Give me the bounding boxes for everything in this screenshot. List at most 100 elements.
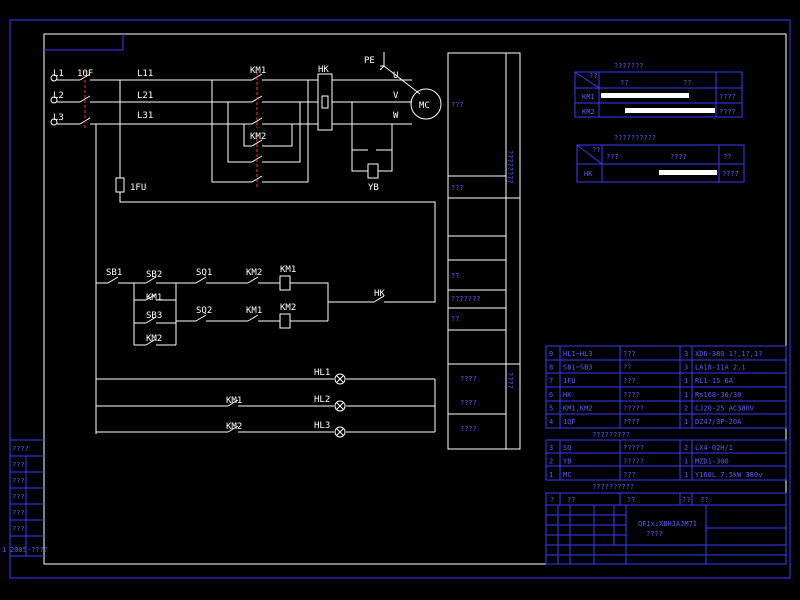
corner-tag-box bbox=[44, 34, 124, 51]
km2-indicator-label: KM2 bbox=[226, 422, 242, 432]
sb3-label: SB3 bbox=[146, 311, 162, 321]
terminal-w-label: W bbox=[393, 111, 399, 121]
parts2-table-grid bbox=[546, 440, 786, 480]
km2-hold-label: KM2 bbox=[146, 334, 162, 344]
table1-h2: ?? bbox=[683, 79, 691, 87]
parts-code: 1FU bbox=[563, 377, 576, 385]
parts2-name: ????? bbox=[623, 458, 644, 466]
parts-code: HL1~HL3 bbox=[563, 350, 593, 358]
km2-coil bbox=[279, 313, 291, 329]
parts2-spec: LX4-02H/1 bbox=[695, 444, 733, 452]
parts-name: ????? bbox=[623, 404, 644, 412]
motor-label: MC bbox=[419, 101, 430, 111]
func-stop: ?? bbox=[451, 272, 459, 280]
table1-h3: ?? bbox=[589, 72, 597, 80]
strip-2: ??? bbox=[12, 477, 25, 485]
strip-3: ??? bbox=[12, 493, 25, 501]
parts2-n: 2 bbox=[549, 458, 553, 466]
parts-title: ????????? bbox=[592, 431, 630, 439]
title-block-grid bbox=[546, 505, 786, 564]
phase-l1-label: L1 bbox=[53, 69, 64, 79]
km2-coil-label: KM2 bbox=[280, 303, 296, 313]
parts-q: 2 bbox=[684, 404, 688, 412]
parts-header-grid bbox=[559, 493, 693, 505]
func-vertical-label-2: ???? bbox=[506, 372, 514, 389]
parts2-spec: MZD1-300 bbox=[695, 458, 729, 466]
table2-title: ?????????? bbox=[614, 134, 656, 142]
km1-indicator-label: KM1 bbox=[226, 396, 242, 406]
func-protection: ?? bbox=[451, 315, 459, 323]
inner-frame bbox=[43, 33, 787, 565]
phase-l3-label: L3 bbox=[53, 113, 64, 123]
hl2-label: HL2 bbox=[314, 395, 330, 405]
parts-table-grid bbox=[546, 346, 786, 428]
table2-grid bbox=[576, 144, 744, 182]
km1-coil bbox=[279, 275, 291, 291]
fuse-1fu bbox=[115, 177, 125, 193]
hk-contact-label: HK bbox=[374, 289, 385, 299]
parts2-name: ??? bbox=[623, 471, 636, 479]
parts-q: 1 bbox=[684, 377, 688, 385]
strip-4: ??? bbox=[12, 509, 25, 517]
hdr-spec: ?? bbox=[700, 496, 708, 504]
parts-n: 5 bbox=[549, 404, 553, 412]
table1-title: ??????? bbox=[614, 62, 644, 70]
start-buttons-wiring bbox=[96, 282, 177, 346]
thermal-element bbox=[321, 95, 329, 109]
table2-h2: ???? bbox=[670, 153, 687, 161]
km1-hold-label: KM1 bbox=[146, 293, 162, 303]
lamp-crosses bbox=[336, 375, 344, 436]
lamp-hl1 bbox=[334, 373, 346, 385]
motor-symbol bbox=[410, 88, 442, 120]
km2-on-bar bbox=[625, 108, 715, 113]
control-circuit: SB1 SB2 SB3 KM1 KM2 SQ1 SQ2 KM2 KM1 KM1 … bbox=[96, 243, 436, 438]
line-l21-label: L21 bbox=[137, 91, 153, 101]
line-l31-label: L31 bbox=[137, 111, 153, 121]
parts2-q: 1 bbox=[684, 471, 688, 479]
strip-number: 1 bbox=[2, 546, 6, 554]
table1-frame bbox=[574, 71, 743, 118]
table1-v1: ???? bbox=[719, 93, 736, 101]
function-column-rows bbox=[448, 175, 520, 415]
drawing-title: QF1x:XBHJAJM71 bbox=[638, 520, 697, 528]
km1-interlock-label: KM1 bbox=[246, 306, 262, 316]
function-column-frame bbox=[447, 52, 521, 450]
parts-spec: LA18-11A 2,1 bbox=[695, 364, 746, 372]
function-column: ??? ??? ?? ??????? ?? ???? ???? ???? ???… bbox=[447, 52, 521, 450]
table2-h0: ?? bbox=[592, 146, 600, 154]
parts-q: 1 bbox=[684, 391, 688, 399]
func-forward-reverse: ??????? bbox=[451, 295, 481, 303]
pe-wire bbox=[383, 65, 421, 95]
parts-spec: Rs168-30/30 bbox=[695, 391, 741, 399]
parts2-q: 1 bbox=[684, 458, 688, 466]
parts-name: ??? bbox=[623, 350, 636, 358]
table1-grid bbox=[574, 71, 742, 117]
parts-spec: CJ20-25 AC380V bbox=[695, 404, 755, 412]
hdr-q: ?? bbox=[682, 496, 690, 504]
km2-output-wiring bbox=[262, 80, 309, 183]
func-main-circuit: ??? bbox=[451, 101, 464, 109]
parts-spec: RL1-15 6A bbox=[695, 377, 734, 385]
parts-q: 3 bbox=[684, 364, 688, 372]
table2-h3: ?? bbox=[723, 153, 731, 161]
func-signal-1: ???? bbox=[460, 375, 477, 383]
func-vertical-label-1: ???????? bbox=[506, 150, 514, 184]
terminal-l3 bbox=[50, 118, 58, 126]
pe-ground bbox=[379, 52, 385, 71]
parts-n: 7 bbox=[549, 377, 553, 385]
parts-name: ???? bbox=[623, 391, 640, 399]
km1-coil-label: KM1 bbox=[280, 265, 296, 275]
thermal-relay-hk bbox=[317, 73, 333, 131]
parts-name: ?? bbox=[623, 364, 631, 372]
drawing-subtitle: ???? bbox=[646, 530, 663, 538]
km1-on-bar bbox=[601, 93, 689, 98]
yb-label: YB bbox=[368, 183, 379, 193]
brake-coil-leads bbox=[351, 150, 393, 172]
control-supply bbox=[119, 80, 436, 243]
parts2-name: ????? bbox=[623, 444, 644, 452]
left-strip-grid bbox=[10, 439, 44, 557]
parts-q: 1 bbox=[684, 418, 688, 426]
interlock-contacts bbox=[195, 276, 385, 322]
hdr-n: ? bbox=[550, 496, 554, 504]
